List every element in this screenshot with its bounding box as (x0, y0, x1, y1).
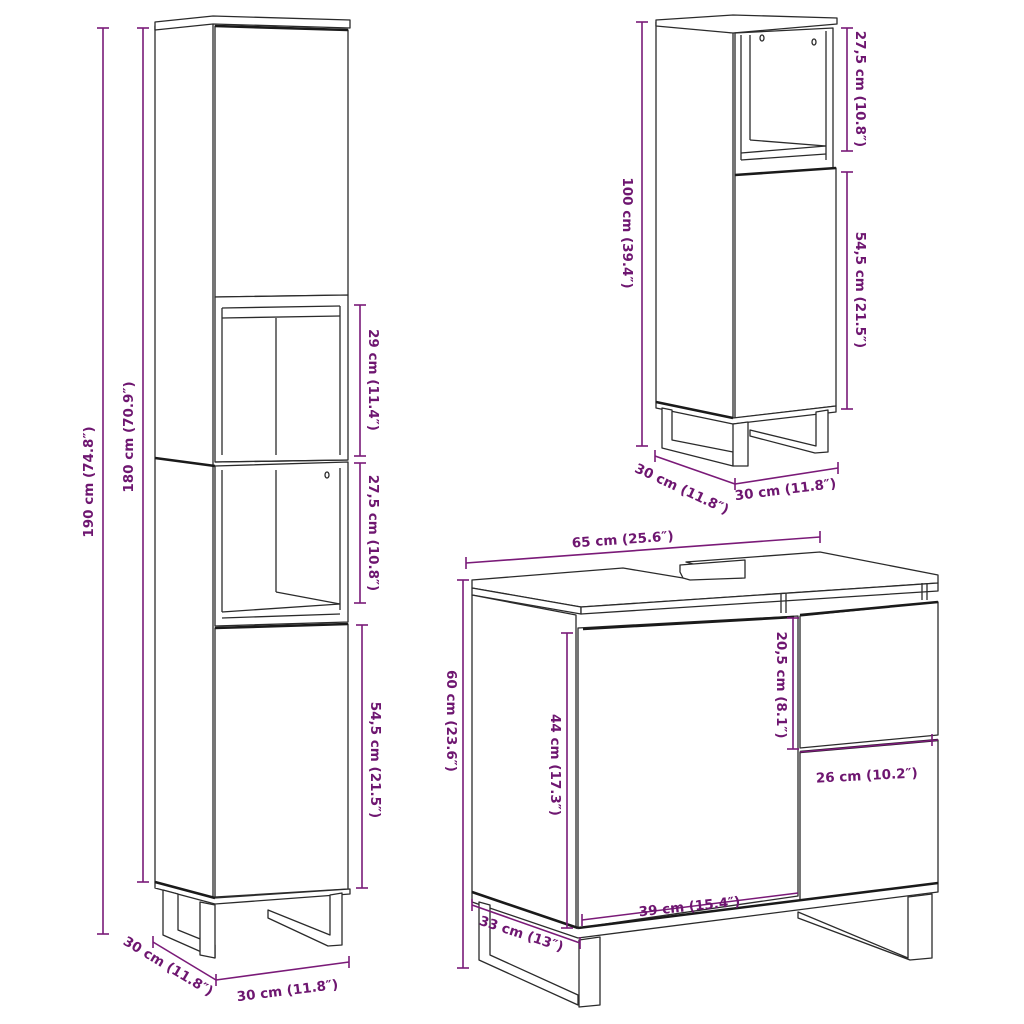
medium-shelf-height-label: 27,5 cm (10.8″) (852, 31, 868, 147)
sink-total-height-label: 60 cm (23.6″) (443, 670, 459, 772)
sink-drawer-height-label: 20,5 cm (8.1″) (773, 631, 789, 738)
medium-cabinet (655, 14, 838, 467)
sink-cabinet-leg-back (797, 893, 933, 961)
tall-cabinet (154, 15, 351, 959)
sink-cabinet-dimensions (457, 531, 939, 969)
medium-cabinet-door (734, 167, 837, 419)
medium-cabinet-top (655, 14, 838, 34)
sink-cabinet-drawer (799, 601, 939, 749)
tall-cabinet-lower-shelf-frame (214, 461, 349, 627)
tall-body-height-label: 180 cm (70.9″) (121, 381, 137, 492)
tall-total-height-label: 190 cm (74.8″) (81, 426, 97, 537)
medium-door-height-label: 54,5 cm (21.5″) (852, 232, 868, 348)
tall-cabinet-upper-shelf-frame (214, 294, 349, 463)
tall-cabinet-upper-door (214, 25, 349, 298)
tall-cabinet-leg-back (267, 892, 343, 947)
sink-width-label: 65 cm (25.6″) (571, 528, 674, 551)
medium-total-height-label: 100 cm (39.4″) (619, 177, 635, 288)
sink-cabinet-leg-front (478, 901, 579, 1006)
medium-width-label: 30 cm (11.8″) (734, 476, 837, 504)
tall-cabinet-dimensions (97, 27, 368, 986)
sink-drawer-width-label: 26 cm (10.2″) (815, 765, 918, 786)
sink-cabinet-door (577, 615, 799, 929)
tall-lower-shelf-label: 27,5 cm (10.8″) (365, 475, 381, 591)
sink-door-height-label: 44 cm (17.3″) (547, 714, 563, 816)
medium-cabinet-leg-back (749, 409, 829, 454)
medium-cabinet-dimensions (636, 21, 853, 490)
tall-cabinet-lower-door (214, 623, 349, 898)
sink-cabinet (471, 551, 939, 1008)
tall-door-height-label: 54,5 cm (21.5″) (367, 702, 383, 818)
sink-cabinet-lower-drawer (799, 739, 939, 901)
medium-depth-label: 30 cm (11.8″) (632, 461, 731, 519)
tall-cabinet-top (154, 15, 351, 31)
sink-cutout (679, 559, 746, 581)
tall-upper-shelf-label: 29 cm (11.4″) (365, 329, 381, 431)
medium-cabinet-side-panel (655, 21, 734, 419)
tall-width-label: 30 cm (11.8″) (236, 977, 339, 1005)
